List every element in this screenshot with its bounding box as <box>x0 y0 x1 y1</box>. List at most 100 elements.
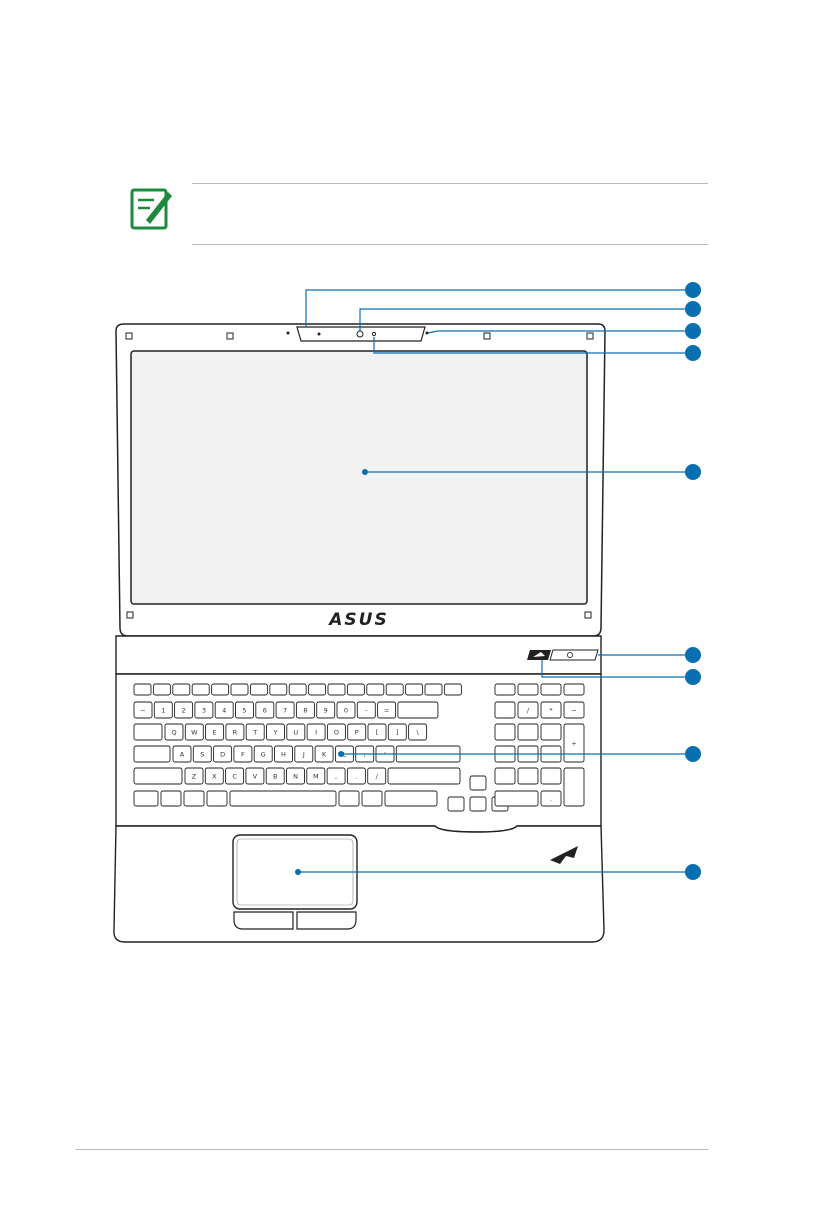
keyboard-key[interactable]: [ <box>367 723 387 741</box>
keyboard-key[interactable] <box>469 796 487 812</box>
power-button[interactable] <box>549 649 599 661</box>
keyboard-key[interactable]: 1 <box>153 701 173 719</box>
key-label: , <box>335 773 337 781</box>
keyboard-key[interactable]: − <box>563 701 585 719</box>
keyboard-key[interactable]: H <box>274 745 293 763</box>
keyboard-key[interactable] <box>494 767 516 785</box>
keyboard-key[interactable]: 6 <box>255 701 275 719</box>
keyboard-key[interactable] <box>183 790 205 807</box>
keyboard-key[interactable] <box>540 723 562 741</box>
keyboard-key[interactable] <box>494 790 539 807</box>
keyboard-key[interactable]: + <box>563 723 585 763</box>
keyboard-key[interactable] <box>133 790 159 807</box>
keyboard-key[interactable] <box>540 767 562 785</box>
keyboard-key[interactable]: 7 <box>275 701 295 719</box>
keyboard-key[interactable] <box>405 683 424 696</box>
keyboard-key[interactable]: U <box>286 723 306 741</box>
keyboard-key[interactable]: M <box>306 767 326 785</box>
keyboard-key[interactable]: = <box>377 701 397 719</box>
keyboard-key[interactable] <box>249 683 268 696</box>
keyboard-key[interactable]: E <box>205 723 225 741</box>
keyboard-key[interactable] <box>494 683 516 696</box>
keyboard-key[interactable]: \ <box>408 723 428 741</box>
keyboard-key[interactable]: 3 <box>194 701 214 719</box>
keyboard-key[interactable] <box>563 767 585 807</box>
touchpad-right-button[interactable] <box>296 911 357 930</box>
keyboard-key[interactable]: * <box>540 701 562 719</box>
keyboard-key[interactable] <box>387 767 461 785</box>
keyboard-key[interactable]: F <box>233 745 253 763</box>
keyboard-key[interactable] <box>346 683 365 696</box>
keyboard-key[interactable] <box>191 683 210 696</box>
keyboard-key[interactable] <box>424 683 443 696</box>
keyboard-key[interactable]: P <box>347 723 367 741</box>
keyboard-key[interactable] <box>327 683 346 696</box>
keyboard-key[interactable]: , <box>326 767 346 785</box>
keyboard-key[interactable]: 9 <box>316 701 336 719</box>
keyboard-key[interactable]: Q <box>164 723 184 741</box>
keyboard-key[interactable] <box>385 683 404 696</box>
keyboard-key[interactable]: - <box>356 701 376 719</box>
keyboard-key[interactable]: S <box>192 745 212 763</box>
keyboard-key[interactable] <box>443 683 462 696</box>
keyboard-key[interactable]: V <box>245 767 265 785</box>
keyboard-key[interactable] <box>211 683 230 696</box>
keyboard-key[interactable] <box>384 790 438 807</box>
keyboard-key[interactable]: / <box>367 767 387 785</box>
keyboard-key[interactable]: 5 <box>235 701 254 719</box>
keyboard-key[interactable]: Y <box>266 723 285 741</box>
keyboard-key[interactable] <box>133 745 171 763</box>
keyboard-key[interactable]: . <box>540 790 562 807</box>
keyboard-key[interactable] <box>494 723 516 741</box>
keyboard-key[interactable] <box>494 701 516 719</box>
keyboard-key[interactable]: G <box>253 745 273 763</box>
keyboard-key[interactable] <box>133 723 163 741</box>
keyboard-key[interactable] <box>447 796 465 812</box>
keyboard-key[interactable]: T <box>245 723 265 741</box>
keyboard-key[interactable]: ] <box>387 723 407 741</box>
keyboard-key[interactable]: 4 <box>214 701 234 719</box>
keyboard-key[interactable] <box>288 683 307 696</box>
keyboard-key[interactable] <box>133 683 152 696</box>
keyboard-key[interactable]: ~ <box>133 701 153 719</box>
keyboard-key[interactable] <box>172 683 191 696</box>
keyboard-key[interactable]: W <box>184 723 204 741</box>
keyboard-key[interactable]: J <box>294 745 314 763</box>
keyboard-key[interactable]: 0 <box>336 701 356 719</box>
keyboard-key[interactable]: 2 <box>174 701 194 719</box>
keyboard-key[interactable]: R <box>225 723 245 741</box>
keyboard-key[interactable] <box>206 790 228 807</box>
keyboard-key[interactable] <box>469 775 487 791</box>
keyboard-key[interactable] <box>160 790 182 807</box>
keyboard-key[interactable] <box>338 790 360 807</box>
footer-rule <box>76 1149 708 1150</box>
keyboard-key[interactable] <box>563 683 585 696</box>
touchpad-left-button[interactable] <box>233 911 294 930</box>
keyboard-key[interactable] <box>540 683 562 696</box>
keyboard-key[interactable] <box>397 701 439 719</box>
keyboard-key[interactable] <box>361 790 383 807</box>
keyboard-key[interactable] <box>269 683 288 696</box>
keyboard-key[interactable]: K <box>314 745 334 763</box>
keyboard-key[interactable]: . <box>346 767 366 785</box>
keyboard-key[interactable] <box>517 683 539 696</box>
keyboard-key[interactable]: O <box>326 723 346 741</box>
keyboard-key[interactable] <box>366 683 385 696</box>
keyboard-key[interactable]: D <box>213 745 233 763</box>
keyboard-key[interactable] <box>229 790 337 807</box>
keyboard-key[interactable] <box>133 767 183 785</box>
keyboard-key[interactable]: / <box>517 701 539 719</box>
keyboard-key[interactable]: N <box>286 767 305 785</box>
keyboard-key[interactable] <box>152 683 171 696</box>
keyboard-key[interactable] <box>308 683 327 696</box>
keyboard-key[interactable]: 8 <box>295 701 315 719</box>
keyboard-key[interactable]: I <box>306 723 326 741</box>
keyboard-key[interactable] <box>230 683 249 696</box>
keyboard-key[interactable]: C <box>225 767 245 785</box>
keyboard-key[interactable]: A <box>172 745 192 763</box>
keyboard-key[interactable]: B <box>265 767 285 785</box>
keyboard-key[interactable] <box>517 723 539 741</box>
keyboard-key[interactable] <box>517 767 539 785</box>
keyboard-key[interactable]: X <box>204 767 224 785</box>
keyboard-key[interactable]: Z <box>184 767 204 785</box>
